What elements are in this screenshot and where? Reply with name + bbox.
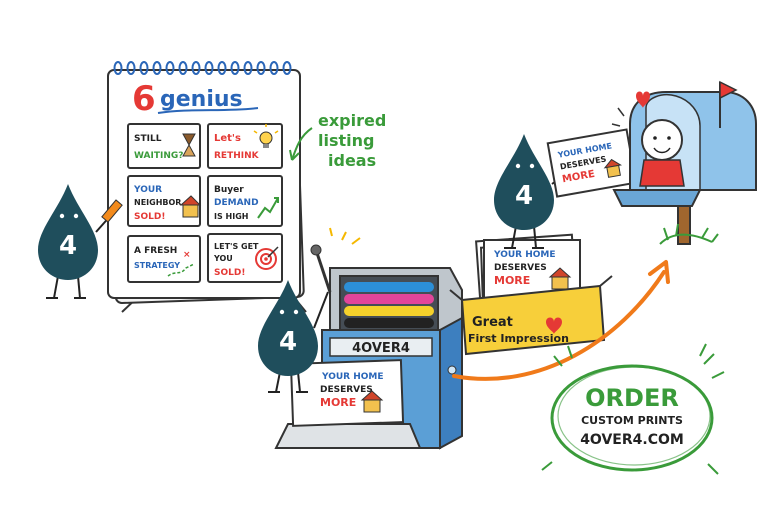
card-box: YOUR HOME DESERVES MORE Great First Impr… bbox=[449, 233, 613, 356]
target-icon bbox=[255, 246, 279, 270]
note-line3: ideas bbox=[328, 151, 376, 170]
ink-rollers bbox=[344, 282, 434, 328]
card-6-line1: LET'S GET bbox=[214, 242, 259, 251]
card-3-line3: SOLD! bbox=[134, 212, 165, 222]
spiral-ring bbox=[126, 61, 136, 75]
cta-line1: ORDER bbox=[585, 384, 679, 412]
spiral-ring bbox=[113, 61, 123, 75]
card-1-line1: STILL bbox=[134, 134, 162, 144]
order-cta: ORDER CUSTOM PRINTS 4OVER4.COM bbox=[541, 343, 725, 475]
card-6-line2: YOU bbox=[213, 254, 233, 263]
spiral-ring bbox=[230, 61, 240, 75]
house-icon bbox=[548, 267, 572, 290]
pencil-icon bbox=[101, 199, 123, 223]
hourglass-icon bbox=[182, 133, 196, 157]
mascot-writing: 4 bbox=[38, 184, 123, 299]
spiral-ring bbox=[139, 61, 149, 75]
card-5-line2: STRATEGY bbox=[134, 261, 180, 270]
spiral-ring bbox=[256, 61, 266, 75]
spiral-ring bbox=[217, 61, 227, 75]
heart-icon bbox=[636, 91, 650, 108]
spiral-ring bbox=[204, 61, 214, 75]
delivered-card: YOUR HOME DESERVES MORE bbox=[546, 128, 638, 198]
card-5-line1: A FRESH bbox=[134, 246, 177, 256]
box-line1: Great bbox=[472, 315, 513, 330]
spiral-ring bbox=[178, 61, 188, 75]
heart-icon bbox=[546, 317, 562, 334]
growth-arrow bbox=[452, 260, 670, 381]
trend-up-icon bbox=[257, 197, 279, 219]
notepad-title: genius bbox=[160, 87, 243, 112]
spiral-ring bbox=[165, 61, 175, 75]
idea-card-4: Buyer DEMAND IS HIGH bbox=[207, 175, 283, 227]
spiral-ring bbox=[243, 61, 253, 75]
mailbox bbox=[611, 80, 757, 245]
idea-card-5: A FRESH STRATEGY × bbox=[127, 235, 201, 283]
mascot-printing: 4 bbox=[258, 280, 329, 393]
idea-card-1: STILL WAITING? bbox=[127, 123, 201, 169]
box-card-line1: YOUR HOME bbox=[493, 250, 556, 260]
box-top-card: YOUR HOME DESERVES MORE bbox=[483, 239, 581, 299]
note-line2: listing bbox=[318, 131, 374, 150]
spiral-binding bbox=[113, 61, 292, 75]
card-2-line2: RETHINK bbox=[214, 151, 260, 161]
idea-card-3: YOUR NEIGHBOR SOLD! bbox=[127, 175, 202, 227]
card-1-line2: WAITING? bbox=[134, 151, 183, 161]
card-2-line1: Let's bbox=[214, 133, 241, 144]
idea-card-6: LET'S GET YOU SOLD! bbox=[207, 233, 283, 283]
flipchart-notepad: 6 genius STILL WAITING? Let's RETHINK bbox=[107, 61, 307, 313]
printed-card-line2: DESERVES bbox=[320, 385, 373, 395]
printer-brand: 4OVER4 bbox=[352, 341, 410, 356]
spiral-ring bbox=[191, 61, 201, 75]
card-6-line3: SOLD! bbox=[214, 268, 245, 278]
expired-listing-note: expired listing ideas bbox=[289, 111, 386, 170]
box-card-line3: MORE bbox=[494, 274, 530, 287]
spiral-ring bbox=[282, 61, 292, 75]
house-icon bbox=[603, 158, 623, 178]
note-line1: expired bbox=[318, 111, 386, 130]
house-icon bbox=[179, 195, 202, 218]
card-4-line3: IS HIGH bbox=[214, 212, 248, 221]
mascot-3-mark: 4 bbox=[515, 181, 533, 211]
printed-card-line1: YOUR HOME bbox=[321, 372, 384, 382]
strategy-path-icon bbox=[167, 263, 195, 277]
printed-card-line3: MORE bbox=[320, 396, 356, 409]
recipient-person bbox=[639, 119, 685, 187]
notepad-number: 6 bbox=[132, 79, 156, 119]
printed-card: YOUR HOME DESERVES MORE bbox=[289, 359, 405, 427]
house-icon bbox=[360, 390, 384, 413]
box-card-line2: DESERVES bbox=[494, 263, 547, 273]
cta-line3: 4OVER4.COM bbox=[580, 432, 684, 448]
box-line2: First Impression bbox=[468, 332, 569, 345]
printer: 4OVER4 YOUR HOME DESERVES MORE bbox=[274, 227, 463, 450]
spiral-ring bbox=[152, 61, 162, 75]
lightbulb-icon bbox=[253, 124, 279, 148]
mascot-2-mark: 4 bbox=[279, 327, 297, 357]
idea-card-2: Let's RETHINK bbox=[207, 123, 283, 169]
spiral-ring bbox=[269, 61, 279, 75]
cta-line2: CUSTOM PRINTS bbox=[581, 414, 683, 427]
card-3-line2: NEIGHBOR bbox=[134, 198, 181, 207]
mascot-1-mark: 4 bbox=[59, 231, 77, 261]
card-3-line1: YOUR bbox=[133, 185, 162, 195]
card-4-line1: Buyer bbox=[214, 185, 244, 195]
x-mark-icon: × bbox=[183, 250, 191, 260]
card-4-line2: DEMAND bbox=[214, 198, 259, 208]
